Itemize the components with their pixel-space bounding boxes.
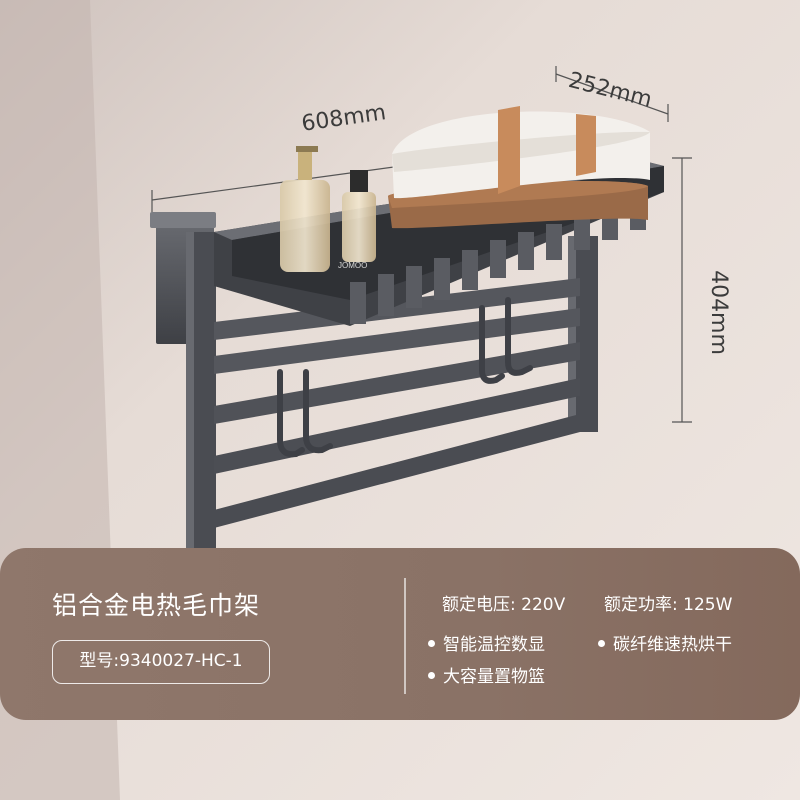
feature-item: 碳纤维速热烘干 (598, 630, 732, 655)
bullet-icon (598, 639, 605, 647)
soap-bottle-large (280, 146, 330, 272)
dimension-height-label: 404mm (705, 270, 731, 355)
panel-divider (404, 578, 406, 694)
spec-rated-power: 额定功率: 125W (604, 595, 733, 615)
info-panel (0, 548, 800, 720)
bullet-icon (428, 639, 435, 647)
model-number-badge: 型号:9340027-HC-1 (52, 640, 270, 684)
feature-item: 大容量置物篮 (428, 662, 545, 687)
bullet-icon (428, 671, 435, 679)
product-title: 铝合金电热毛巾架 (52, 591, 261, 620)
spec-rated-voltage: 额定电压: 220V (442, 595, 566, 615)
hook-left (277, 369, 333, 458)
feature-label: 大容量置物篮 (443, 667, 545, 687)
soap-bottle-small (342, 170, 376, 262)
feature-label: 碳纤维速热烘干 (613, 635, 732, 655)
feature-label: 智能温控数显 (443, 635, 545, 655)
hook-right (479, 297, 533, 384)
feature-item: 智能温控数显 (428, 630, 545, 655)
brand-logo: JOMOO (338, 261, 367, 270)
towel-stack (388, 106, 650, 229)
